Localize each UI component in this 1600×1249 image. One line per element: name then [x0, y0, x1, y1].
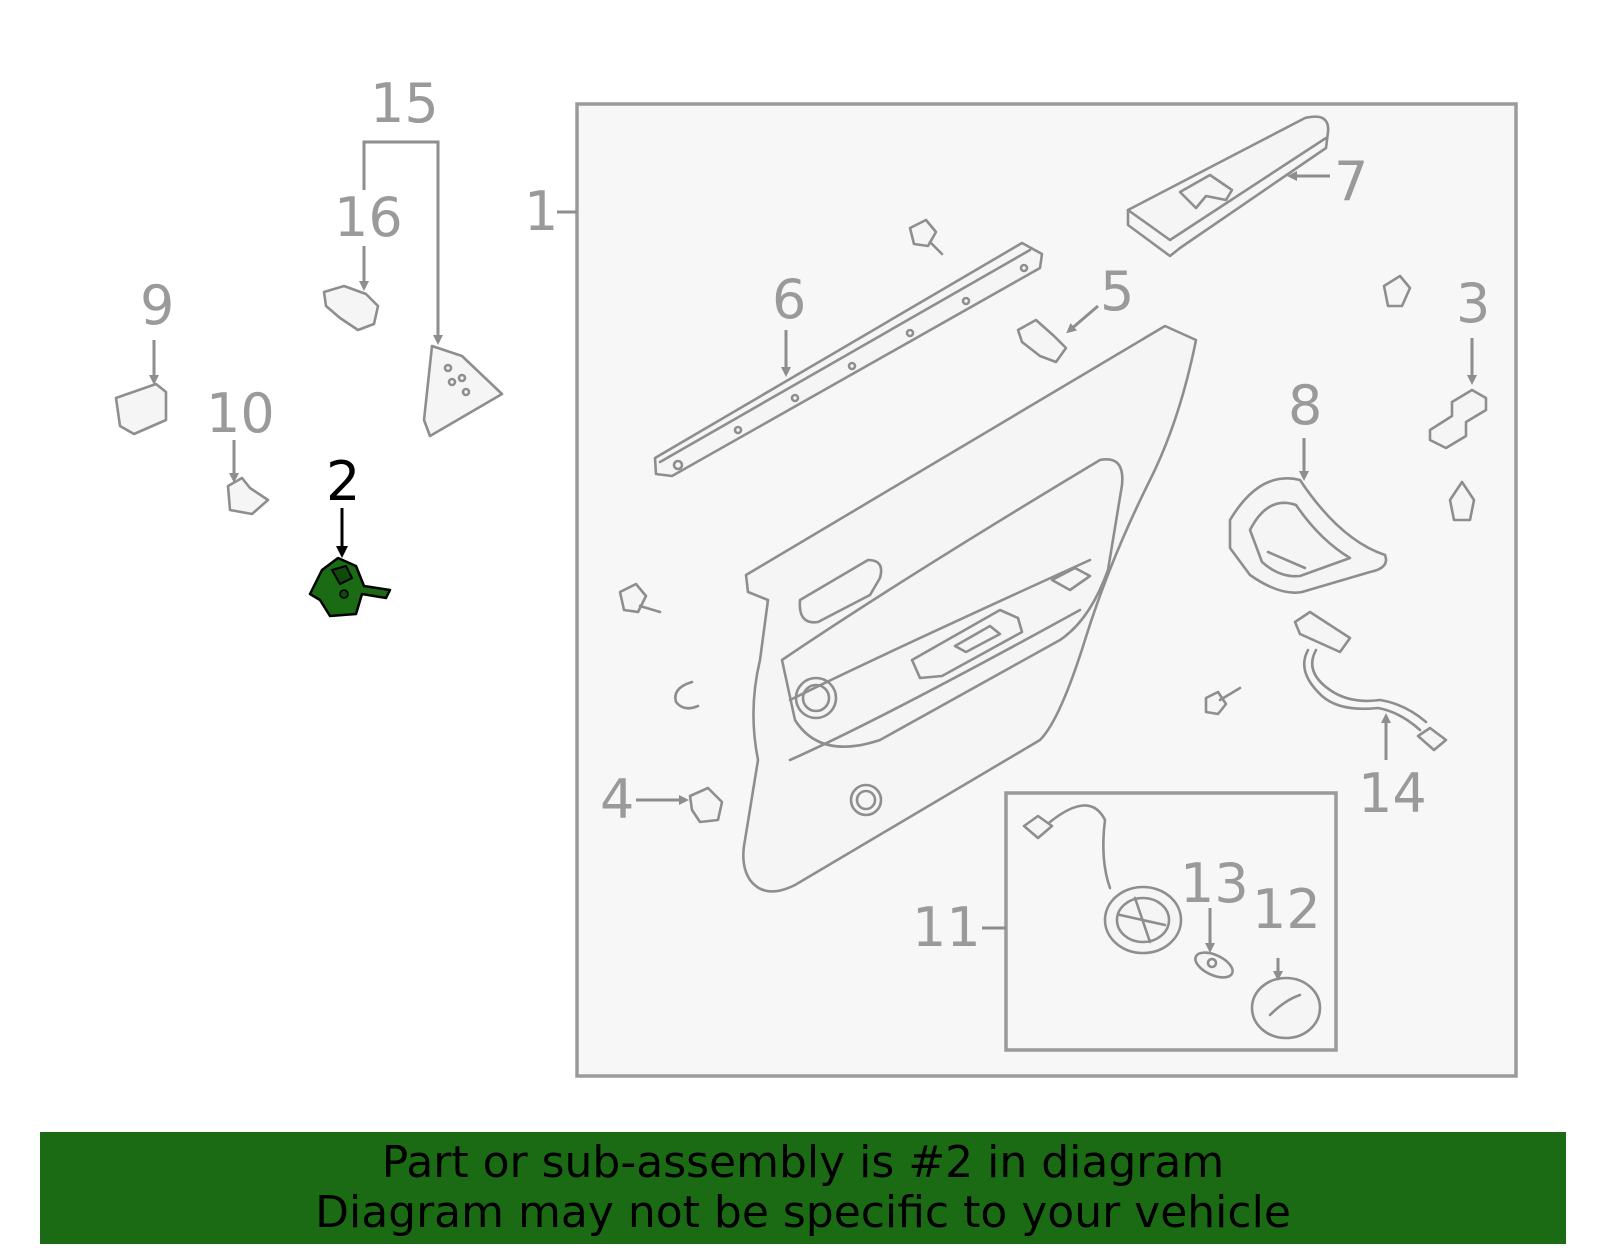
callout-11: 11: [912, 896, 981, 959]
part-3-bracket: [1428, 388, 1488, 450]
part-15-cover-holes: [443, 363, 471, 397]
callout-13: 13: [1180, 852, 1249, 915]
part-8-handle-bezel: [1228, 477, 1388, 594]
callout-15: 15: [370, 72, 439, 135]
callout-16: 16: [334, 186, 403, 249]
callout-8: 8: [1288, 374, 1322, 437]
part-4-clip: [688, 786, 724, 824]
fasteners: [618, 218, 1476, 716]
callout-10: 10: [206, 382, 275, 445]
part-7-switch-bezel: [1126, 115, 1330, 258]
part-9-clip: [114, 382, 168, 436]
part-13-bulb: [1194, 951, 1234, 979]
part-14-harness: [1293, 610, 1448, 752]
callout-6: 6: [772, 268, 806, 331]
callout-12: 12: [1252, 878, 1321, 941]
callout-4: 4: [600, 768, 634, 831]
banner-line-1: Part or sub-assembly is #2 in diagram: [381, 1137, 1225, 1188]
banner-line-2: Diagram may not be specific to your vehi…: [315, 1187, 1291, 1238]
door-trim-panel: [742, 324, 1198, 893]
callout-9: 9: [140, 274, 174, 337]
part-11-lamp: [1022, 804, 1183, 955]
callout-7: 7: [1334, 150, 1368, 213]
leader-5: [1066, 304, 1099, 334]
part-16-retainer: [322, 284, 380, 332]
callout-1: 1: [524, 180, 558, 243]
part-2-switch-highlighted: [308, 556, 392, 618]
leader-15: [362, 140, 443, 345]
info-banner: Part or sub-assembly is #2 in diagram Di…: [40, 1132, 1566, 1244]
part-12-lens: [1250, 976, 1322, 1040]
part-6-weatherstrip: [653, 241, 1044, 478]
callout-2: 2: [326, 450, 360, 513]
callout-5: 5: [1100, 260, 1134, 323]
callout-14: 14: [1358, 762, 1427, 825]
callout-3: 3: [1456, 272, 1490, 335]
part-10-clip: [226, 476, 270, 516]
part-5-clip: [1016, 318, 1068, 364]
